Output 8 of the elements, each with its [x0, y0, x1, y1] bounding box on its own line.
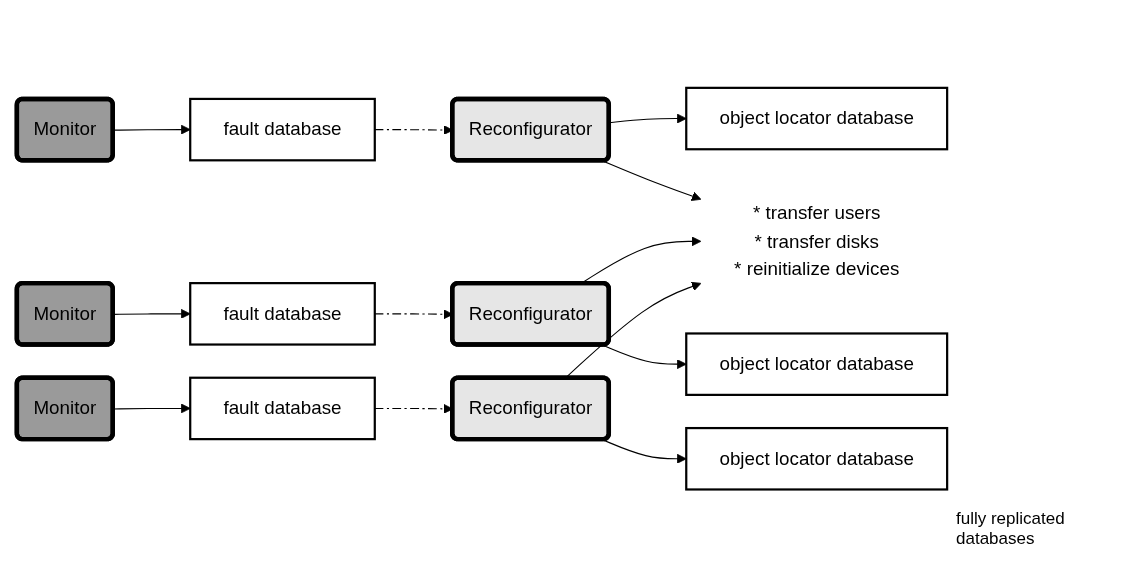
node-box: fault database: [189, 376, 376, 441]
node-box: fault database: [189, 281, 376, 346]
node-text: * transfer users * transfer disks * reinitialize devices: [734, 202, 900, 280]
node-box: object locator database: [685, 332, 949, 396]
note-text: fully replicated databases: [956, 509, 1066, 549]
node-box: object locator database: [685, 426, 949, 491]
node-box: fault database: [189, 97, 376, 162]
node-box: object locator database: [685, 86, 949, 151]
